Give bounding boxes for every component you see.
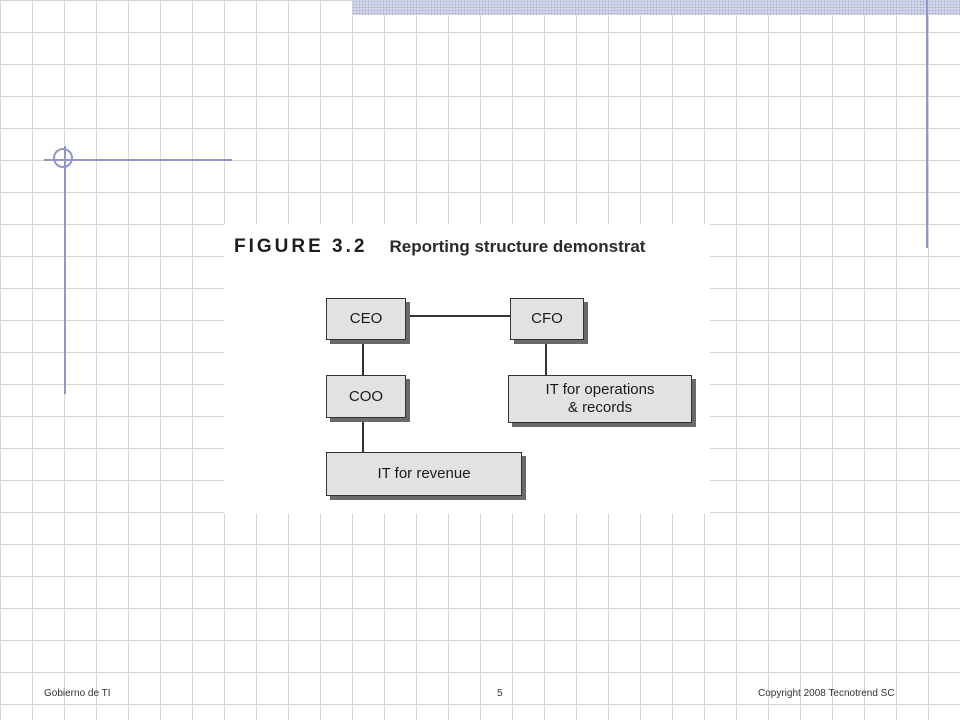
node-it-operations-line1: IT for operations <box>545 381 655 398</box>
top-decorative-band <box>352 0 960 15</box>
org-chart-figure: FIGURE 3.2 Reporting structure demonstrat… <box>224 224 710 514</box>
decorative-circle-icon <box>53 148 73 168</box>
connector-cfo-it-ops <box>545 340 547 375</box>
node-coo-label: COO <box>348 387 384 405</box>
node-it-operations: IT for operations & records <box>508 375 692 423</box>
footer-page-number: 5 <box>497 688 503 699</box>
node-it-revenue: IT for revenue <box>326 452 522 496</box>
decorative-vertical-line <box>64 146 66 394</box>
figure-label: FIGURE 3.2 <box>234 236 368 257</box>
node-coo: COO <box>326 375 406 418</box>
node-cfo-label: CFO <box>531 310 563 327</box>
connector-ceo-coo <box>362 340 364 375</box>
connector-ceo-cfo <box>406 315 510 317</box>
node-ceo-label: CEO <box>349 310 383 327</box>
figure-title: Reporting structure demonstrat <box>389 237 646 256</box>
node-it-revenue-label: IT for revenue <box>377 465 471 482</box>
figure-caption: FIGURE 3.2 Reporting structure demonstrat <box>234 236 710 258</box>
node-ceo: CEO <box>326 298 406 340</box>
decorative-right-line <box>926 0 928 248</box>
connector-coo-it-revenue <box>362 418 364 452</box>
footer-left-text: Gobierno de TI <box>44 688 111 699</box>
node-it-operations-line2: & records <box>567 399 633 416</box>
node-cfo: CFO <box>510 298 584 340</box>
decorative-horizontal-line <box>44 159 232 161</box>
footer-copyright: Copyright 2008 Tecnotrend SC <box>758 688 895 699</box>
